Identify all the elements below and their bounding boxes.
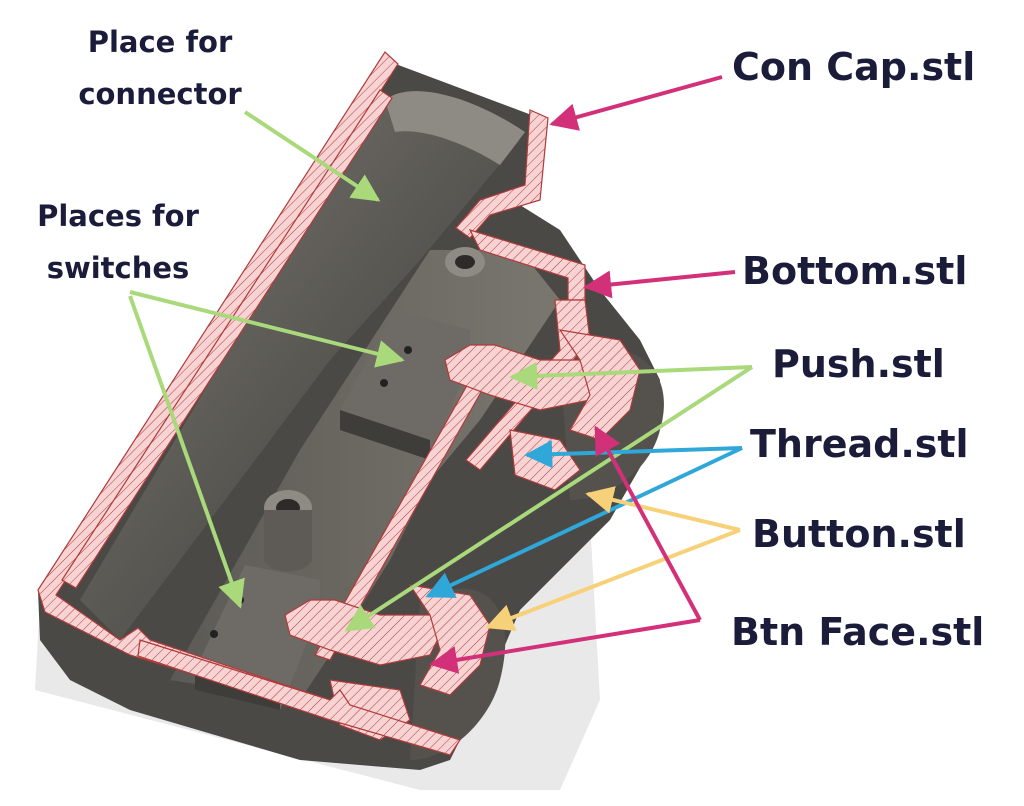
arrow-btn-face-upper bbox=[594, 425, 702, 621]
label-connector-line2: connector bbox=[78, 77, 242, 111]
label-thread: Thread.stl bbox=[750, 422, 969, 466]
arrow-connector bbox=[243, 110, 381, 202]
arrow-con-cap bbox=[549, 75, 723, 131]
arrow-thread-lower bbox=[425, 446, 743, 598]
label-btn-face: Btn Face.stl bbox=[731, 610, 984, 654]
arrow-btn-face-lower bbox=[429, 618, 701, 674]
label-con-cap: Con Cap.stl bbox=[732, 45, 975, 89]
section-cut bbox=[37, 51, 641, 756]
arrow-thread-upper bbox=[524, 440, 743, 469]
label-bottom: Bottom.stl bbox=[742, 249, 967, 293]
label-button: Button.stl bbox=[752, 512, 966, 556]
arrow-button-upper bbox=[585, 486, 741, 532]
arrow-button-lower bbox=[485, 528, 741, 632]
arrow-switch-upper bbox=[129, 290, 405, 368]
label-connector-line1: Place for bbox=[88, 25, 233, 59]
arrow-push-lower bbox=[344, 365, 754, 632]
labels: Place for connector Places for switches … bbox=[37, 25, 984, 654]
arrows bbox=[128, 75, 754, 674]
arrow-switch-lower bbox=[128, 295, 245, 609]
label-switches-line1: Places for bbox=[37, 199, 200, 233]
label-switches-line2: switches bbox=[47, 251, 190, 285]
arrow-push-upper bbox=[509, 361, 753, 390]
arrow-bottom bbox=[583, 270, 736, 299]
label-push: Push.stl bbox=[772, 342, 945, 386]
